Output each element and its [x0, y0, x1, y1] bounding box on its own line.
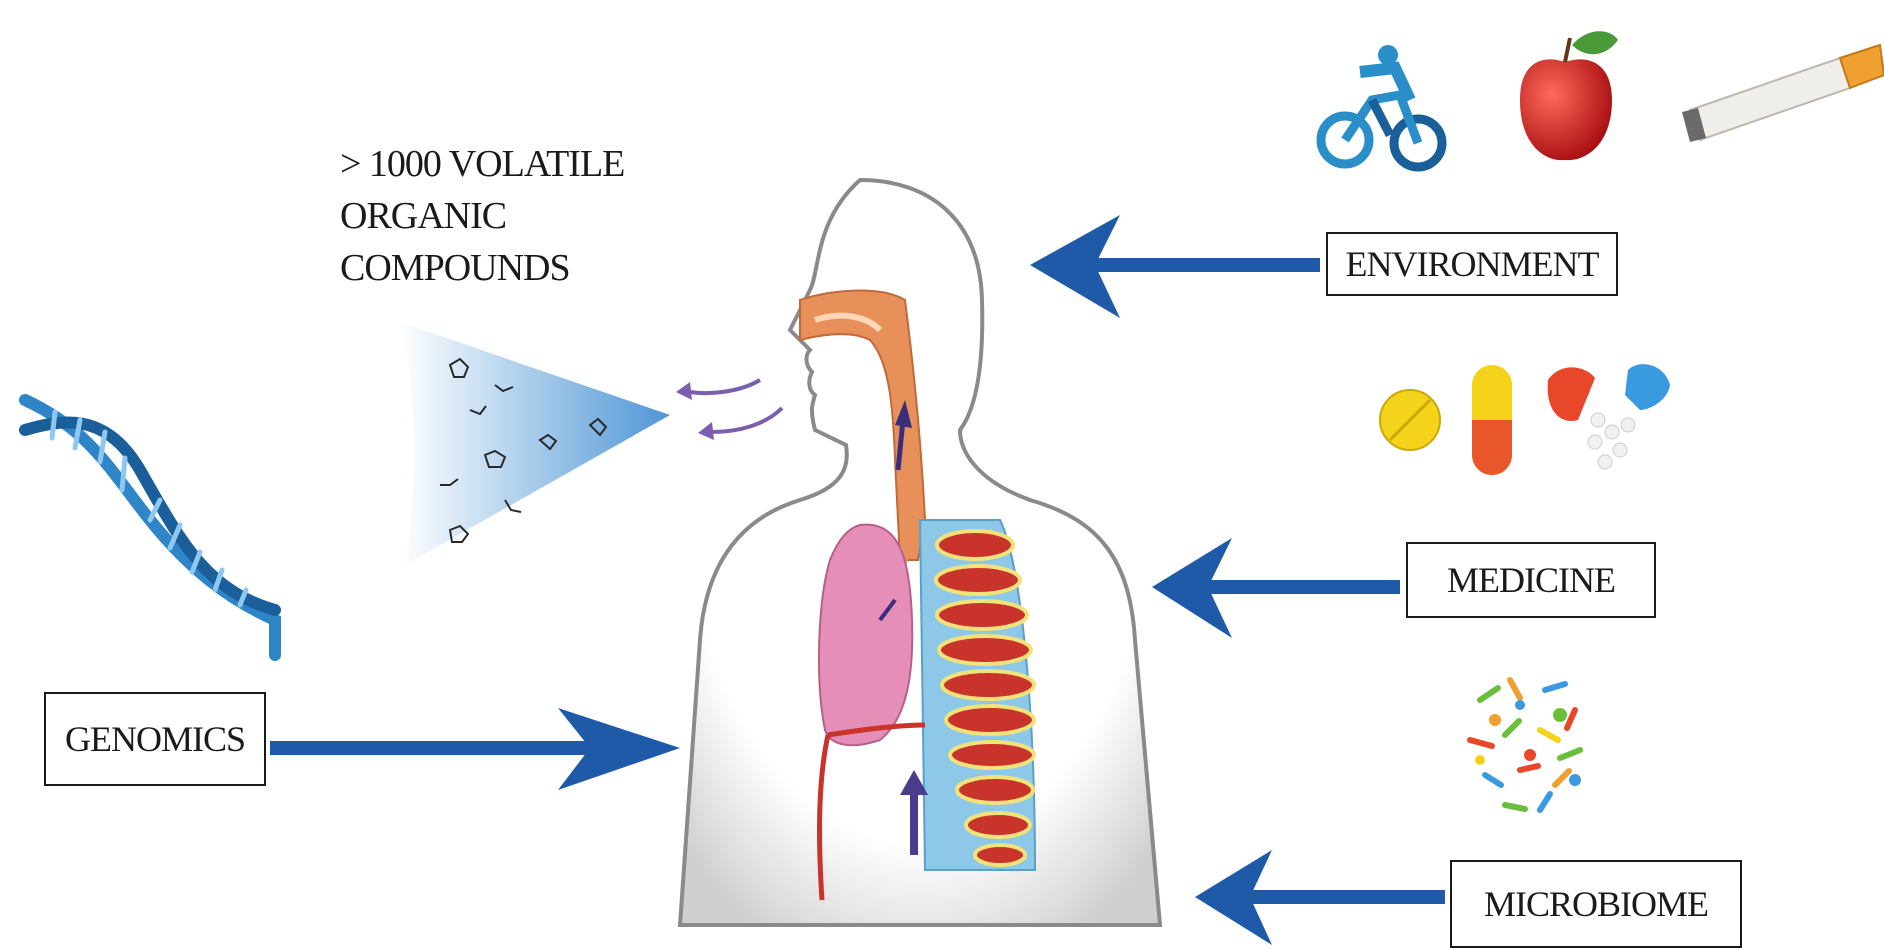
cigarette-icon — [1682, 45, 1884, 142]
environment-label: ENVIRONMENT — [1326, 232, 1618, 296]
voc-line-3: COMPOUNDS — [340, 242, 700, 294]
arrow-environment — [1030, 215, 1320, 318]
voc-label: > 1000 VOLATILE ORGANIC COMPOUNDS — [340, 138, 700, 294]
bicycle-icon — [1321, 45, 1442, 167]
medicine-label: MEDICINE — [1406, 542, 1656, 618]
genomics-label: GENOMICS — [44, 692, 266, 786]
voc-line-1: > 1000 VOLATILE — [340, 138, 700, 190]
voc-line-2: ORGANIC — [340, 190, 700, 242]
microbiome-icon — [1450, 662, 1606, 818]
breath-arrows — [690, 380, 782, 432]
breath-cone-icon — [400, 322, 670, 565]
pills-icon — [1380, 364, 1670, 475]
arrow-medicine — [1152, 538, 1400, 638]
arrow-microbiome — [1195, 850, 1445, 945]
dna-icon — [25, 400, 275, 655]
apple-icon — [1520, 31, 1618, 160]
arrow-genomics — [270, 708, 680, 790]
microbiome-label: MICROBIOME — [1450, 860, 1742, 948]
